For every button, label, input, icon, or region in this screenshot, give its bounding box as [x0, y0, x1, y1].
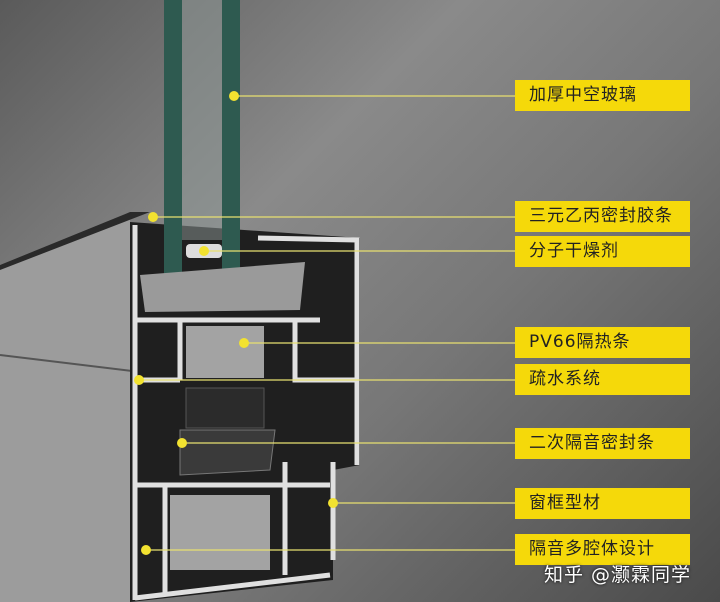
- label-frame-profile: 窗框型材: [515, 488, 690, 519]
- secondary-seal: [179, 429, 276, 476]
- glass-pane-inner: [222, 0, 240, 275]
- lower-insulation: [170, 495, 270, 570]
- label-multi-cavity: 隔音多腔体设计: [515, 534, 690, 565]
- label-epdm-seal: 三元乙丙密封胶条: [515, 201, 690, 232]
- drainage-chamber: [185, 387, 265, 429]
- pv66-thermal-strip: [186, 326, 264, 378]
- label-insulated-glass: 加厚中空玻璃: [515, 80, 690, 111]
- glass-cavity: [182, 0, 222, 240]
- callout-dots: [134, 91, 338, 555]
- frame-side-face: [0, 212, 130, 602]
- leader-lines: [139, 95, 515, 551]
- frame-seam: [0, 354, 141, 373]
- glass-pane-outer: [164, 0, 182, 275]
- label-desiccant: 分子干燥剂: [515, 236, 690, 267]
- frame-edge: [0, 212, 150, 270]
- label-secondary-seal: 二次隔音密封条: [515, 428, 690, 459]
- label-drainage-system: 疏水系统: [515, 364, 690, 395]
- glass-foam-insulation: [140, 262, 305, 312]
- label-pv66-strip: PV66隔热条: [515, 327, 690, 358]
- watermark: 知乎 @灏霖同学: [544, 564, 692, 586]
